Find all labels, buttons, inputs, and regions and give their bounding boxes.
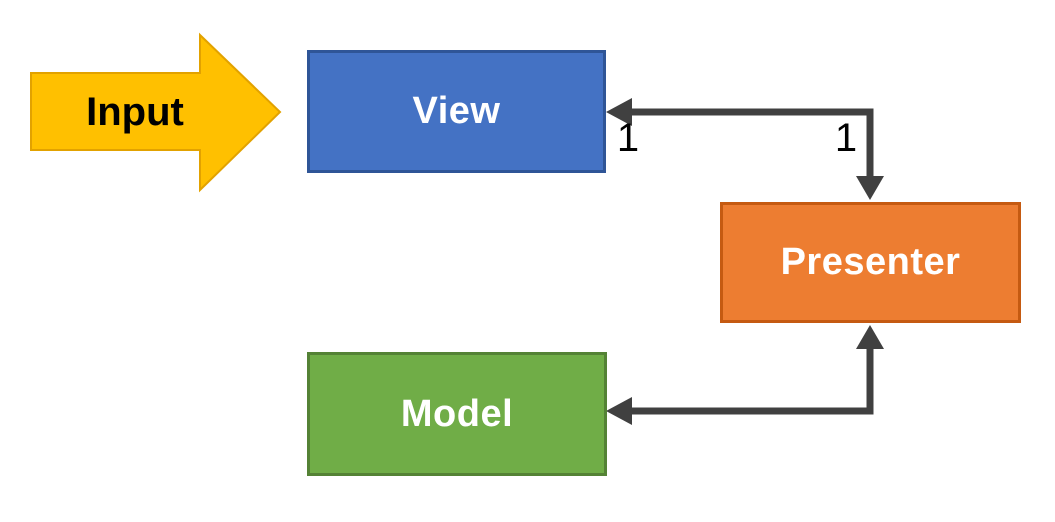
arrowhead-into-presenter-bottom — [856, 325, 884, 349]
input-block-arrow — [30, 32, 282, 193]
multiplicity-label-view-end: 1 — [616, 116, 640, 160]
model-label: Model — [400, 392, 514, 435]
connector-presenter-model — [606, 325, 884, 425]
model-box: Model — [307, 352, 607, 476]
arrowhead-into-presenter-top — [856, 176, 884, 200]
arrowhead-into-view — [606, 98, 632, 126]
input-arrow-label: Input — [86, 89, 184, 134]
presenter-box: Presenter — [720, 202, 1021, 323]
arrowhead-into-model — [606, 397, 632, 425]
view-label: View — [412, 90, 501, 132]
connector-view-presenter — [606, 98, 884, 200]
multiplicity-label-presenter-end: 1 — [834, 116, 858, 160]
view-box: View — [307, 50, 606, 173]
presenter-label: Presenter — [780, 241, 961, 283]
